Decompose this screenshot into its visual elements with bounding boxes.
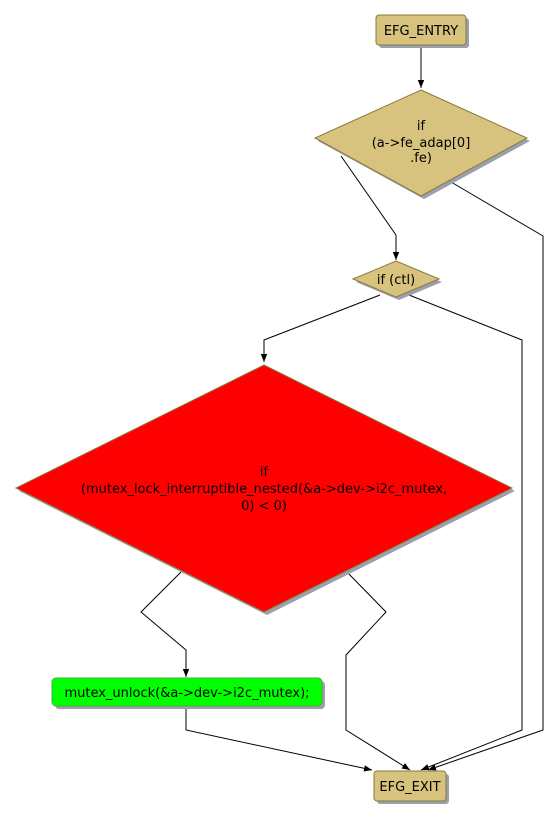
node-efg-exit[interactable]: EFG_EXIT [373,770,449,804]
node-label: EFG_ENTRY [384,24,458,39]
node-if-fe-adap[interactable]: if (a->fe_adap[0] .fe) [313,89,530,199]
node-diamond [14,364,514,613]
edge-if-fe-to-if-ctl [340,155,400,260]
node-mutex-unlock[interactable]: mutex_unlock(&a->dev->i2c_mutex); [51,677,325,709]
node-label-line3: .fe) [410,151,432,166]
edge-if-fe-to-exit [427,181,544,771]
node-diamond [351,260,441,298]
node-label-line3: 0) < 0) [241,499,287,514]
node-label-line2: (a->fe_adap[0] [372,136,471,151]
edge-if-ctl-to-if-mutex [260,294,381,362]
node-box [373,770,447,802]
node-box [51,677,323,707]
node-label-line1: if [260,465,269,480]
edge-if-mutex-to-exit [345,571,411,771]
node-label-line1: if [417,119,426,134]
edge-unlock-to-exit [185,706,373,772]
node-if-mutex-lock[interactable]: if (mutex_lock_interruptible_nested(&a->… [14,364,515,615]
node-label-line2: (mutex_lock_interruptible_nested(&a->dev… [81,482,447,497]
node-diamond [313,89,529,197]
node-efg-entry[interactable]: EFG_ENTRY [375,14,469,48]
node-if-ctl[interactable]: if (ctl) [351,260,442,300]
node-box [375,14,467,46]
edge-if-mutex-to-unlock [140,571,190,677]
edge-if-ctl-to-exit [403,292,523,771]
node-label: if (ctl) [377,273,415,288]
node-label: mutex_unlock(&a->dev->i2c_mutex); [64,686,309,701]
edges [140,46,544,772]
node-label: EFG_EXIT [379,780,440,795]
